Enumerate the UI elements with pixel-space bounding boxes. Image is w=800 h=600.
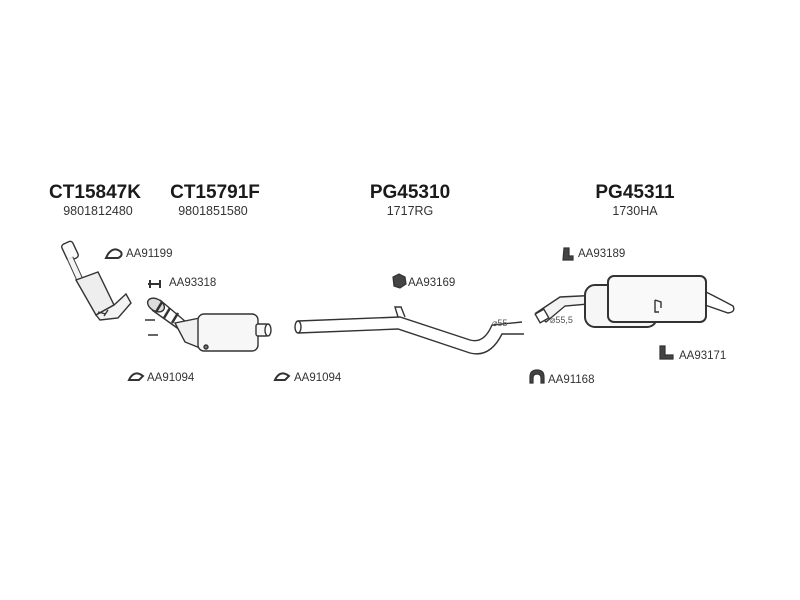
accessory-code: AA91168 — [548, 374, 595, 386]
hanger-icon — [562, 247, 574, 261]
accessory-code: AA93169 — [408, 277, 456, 289]
diameter-label: ⌀55 — [492, 318, 508, 328]
part-number: PG45311 — [595, 182, 675, 203]
part-number: CT15791F — [170, 182, 260, 203]
oe-number: 9801851580 — [178, 204, 248, 218]
part-number: PG45310 — [369, 182, 451, 203]
rear-silencer — [534, 275, 735, 328]
clamp-icon — [273, 372, 291, 381]
clamp-icon — [127, 372, 145, 381]
accessory-code: AA91094 — [294, 372, 342, 384]
diameter-label: ⌀55,5 — [550, 315, 573, 325]
rubber-mount-icon — [392, 273, 407, 289]
u-clamp-icon — [529, 369, 545, 384]
accessory-code: AA93189 — [578, 248, 626, 260]
catalytic-converter — [61, 240, 132, 321]
oe-number: 1717RG — [386, 204, 434, 218]
bolt-spring-icon — [148, 280, 161, 288]
accessory-code: AA91199 — [126, 248, 173, 260]
particulate-filter — [145, 297, 272, 352]
accessory-code: AA91094 — [147, 372, 195, 384]
accessory-code: AA93318 — [169, 277, 217, 289]
oe-number: 9801812480 — [63, 204, 133, 218]
oe-number: 1730HA — [612, 204, 658, 218]
intermediate-pipe — [294, 306, 524, 355]
part-number: CT15847K — [49, 182, 141, 203]
accessory-code: AA93171 — [679, 350, 727, 362]
clamp-icon — [104, 248, 123, 259]
hanger-icon — [659, 345, 674, 360]
